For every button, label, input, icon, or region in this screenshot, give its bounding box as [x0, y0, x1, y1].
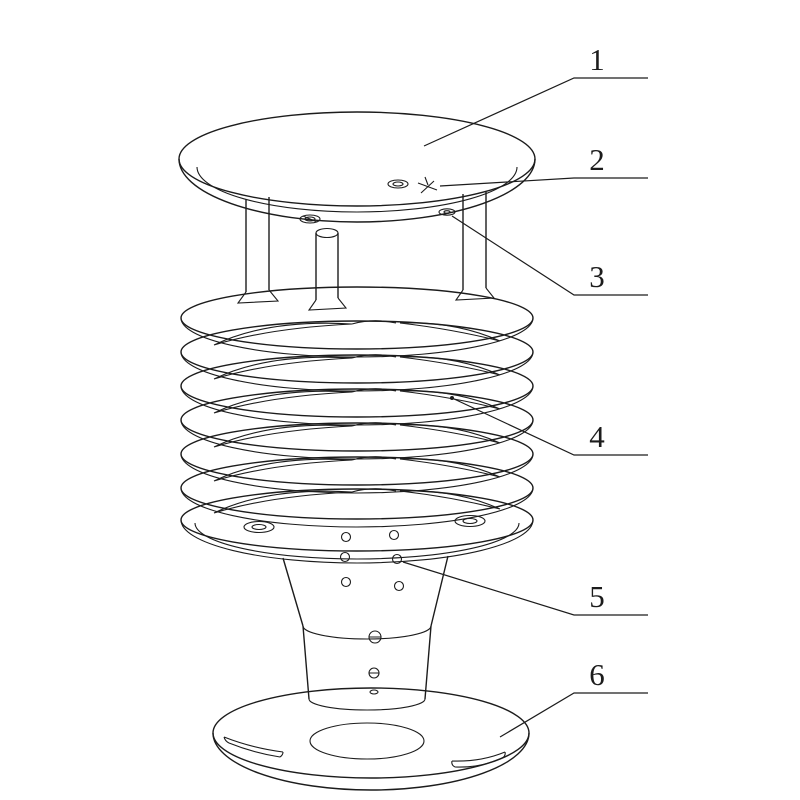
louver-center-lines [351, 320, 397, 493]
callout-5: 5 [402, 561, 648, 616]
cone-vent-holes [339, 529, 405, 592]
callout-5-leader-line [402, 561, 648, 616]
callout-1-label: 1 [589, 42, 605, 77]
bottom-plate-slots [243, 514, 486, 534]
callout-3: 3 [451, 215, 648, 296]
callout-1-leader-line [423, 77, 648, 147]
callout-5-label: 5 [589, 579, 605, 614]
post-middle-top-ellipse [315, 227, 339, 239]
base-plate [212, 687, 530, 791]
base-slot-left [223, 736, 284, 758]
base-rim [212, 732, 530, 791]
callout-6-label: 6 [589, 657, 605, 692]
callout-2: 2 [439, 142, 648, 187]
top-cap-hole [438, 208, 456, 216]
louver-plate-ellipses [180, 286, 534, 552]
top-cap-underside-edge [196, 166, 518, 213]
callout-1: 1 [423, 42, 648, 147]
top-cap-screw-right [387, 179, 409, 189]
lower-cylinder-edges [302, 625, 432, 700]
callouts: 1 2 3 4 5 6 [402, 42, 648, 738]
callout-2-label: 2 [589, 142, 605, 177]
callout-3-label: 3 [589, 259, 605, 294]
callout-4-dot [450, 396, 454, 400]
callout-4-leader-line [451, 397, 648, 456]
callout-4: 4 [450, 396, 648, 456]
top-cap [178, 111, 536, 224]
callout-2-leader-line [439, 177, 648, 187]
drawing-root: 1 2 3 4 5 6 [178, 42, 648, 791]
top-cap-rim [178, 158, 536, 223]
base-center-hole [309, 722, 425, 760]
top-cap-outer-ellipse [178, 111, 536, 207]
cylinder-screws [368, 630, 382, 695]
louver-gap-lines [213, 322, 501, 514]
cone-body [282, 529, 449, 711]
cone-joint-arc [302, 625, 432, 640]
post-lines [245, 192, 487, 300]
callout-6-leader-line [499, 692, 648, 738]
base-slot-right [451, 751, 506, 768]
support-posts [236, 192, 496, 311]
louver-stack [180, 286, 534, 564]
base-joint-arc [308, 698, 426, 711]
post-feet [236, 287, 496, 311]
top-cap-orientation-mark [417, 176, 438, 194]
callout-6: 6 [499, 657, 648, 738]
callout-4-label: 4 [589, 419, 605, 454]
callout-3-leader-line [451, 215, 648, 296]
top-cap-screw-left [299, 214, 321, 224]
cone-edges [282, 555, 449, 627]
